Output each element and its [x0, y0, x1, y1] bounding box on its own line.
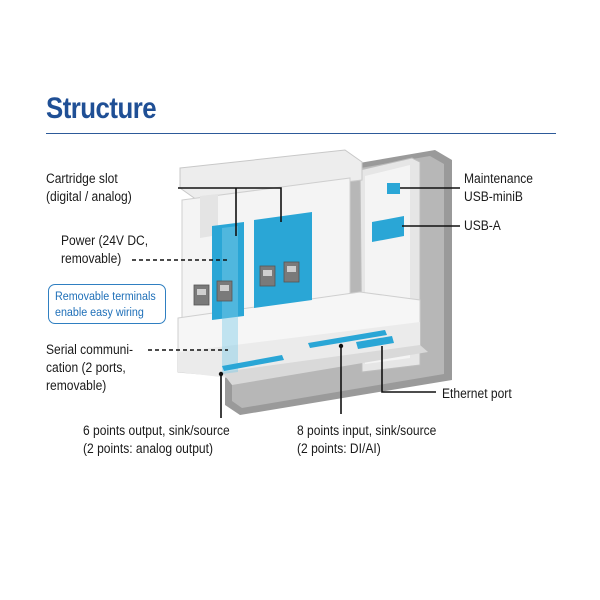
callout-removable-terminals: Removable terminals enable easy wiring — [55, 289, 156, 319]
usb-a-port — [372, 216, 404, 242]
cartridge-slot-right — [254, 212, 312, 308]
label-ethernet-port: Ethernet port — [442, 386, 512, 401]
port-1-pin — [197, 289, 206, 295]
leader-ethernet — [381, 346, 436, 393]
callout-box — [48, 284, 166, 324]
leader-cartridge — [178, 187, 282, 222]
ethernet-port-strip — [356, 336, 394, 349]
port-2-pin — [220, 285, 229, 291]
leader-dot-input — [338, 343, 344, 349]
usb-minib-port — [387, 183, 400, 194]
leader-dot-output — [218, 371, 224, 377]
port-3-pin — [263, 270, 272, 276]
label-serial-communication: Serial communi- cation (2 ports, removab… — [46, 342, 134, 393]
page-title: Structure — [46, 92, 157, 125]
label-usb-a: USB-A — [464, 218, 501, 233]
title-underline — [46, 133, 556, 134]
label-maintenance-usb: Maintenance USB-miniB — [464, 171, 534, 204]
input-terminal-strip — [308, 330, 387, 348]
label-output: 6 points output, sink/source (2 points: … — [83, 423, 230, 456]
label-power: Power (24V DC, removable) — [61, 233, 149, 266]
port-4-pin — [287, 266, 296, 272]
label-cartridge-slot: Cartridge slot (digital / analog) — [46, 171, 132, 204]
output-terminal-strip — [222, 355, 284, 371]
device-base — [222, 345, 428, 385]
label-input: 8 points input, sink/source (2 points: D… — [297, 423, 437, 456]
